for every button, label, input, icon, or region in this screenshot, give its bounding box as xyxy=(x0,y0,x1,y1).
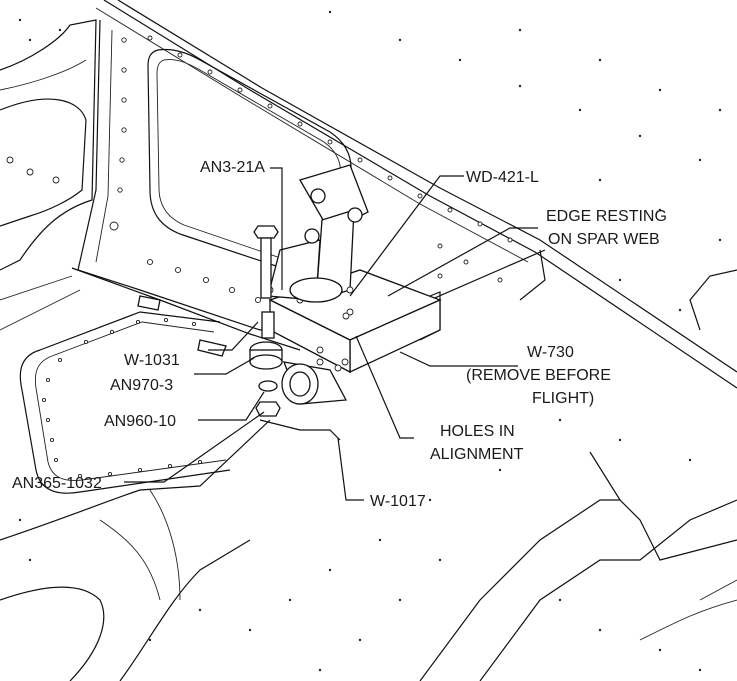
skin-rivet-pattern xyxy=(18,10,722,672)
label-an970-3: AN970-3 xyxy=(110,377,173,394)
label-w-730-line3: FLIGHT) xyxy=(532,390,594,407)
hardware-stack xyxy=(249,311,283,417)
leader-lines xyxy=(124,167,538,501)
label-holes-line2: ALIGNMENT xyxy=(430,446,524,463)
rivet-holes xyxy=(6,35,513,479)
label-an960-10: AN960-10 xyxy=(104,413,176,430)
w-1017-bearing xyxy=(281,358,348,405)
label-w-1017: W-1017 xyxy=(370,493,426,510)
label-w-1031: W-1031 xyxy=(124,352,180,369)
label-an365-1032: AN365-1032 xyxy=(12,475,102,492)
label-holes-line1: HOLES IN xyxy=(440,423,515,440)
wd-421-l-bracket xyxy=(266,164,369,320)
clip-hardware xyxy=(137,295,227,357)
an3-21a-bolt xyxy=(253,225,279,299)
label-edge-resting-line2: ON SPAR WEB xyxy=(548,231,660,248)
label-w-730-line2: (REMOVE BEFORE xyxy=(466,367,611,384)
label-edge-resting-line1: EDGE RESTING xyxy=(546,208,667,225)
label-wd-421-l: WD-421-L xyxy=(466,169,539,186)
label-w-730-line1: W-730 xyxy=(527,344,574,361)
label-an3-21a: AN3-21A xyxy=(200,159,265,176)
callout-labels: AN3-21A WD-421-L EDGE RESTING ON SPAR WE… xyxy=(12,159,667,510)
